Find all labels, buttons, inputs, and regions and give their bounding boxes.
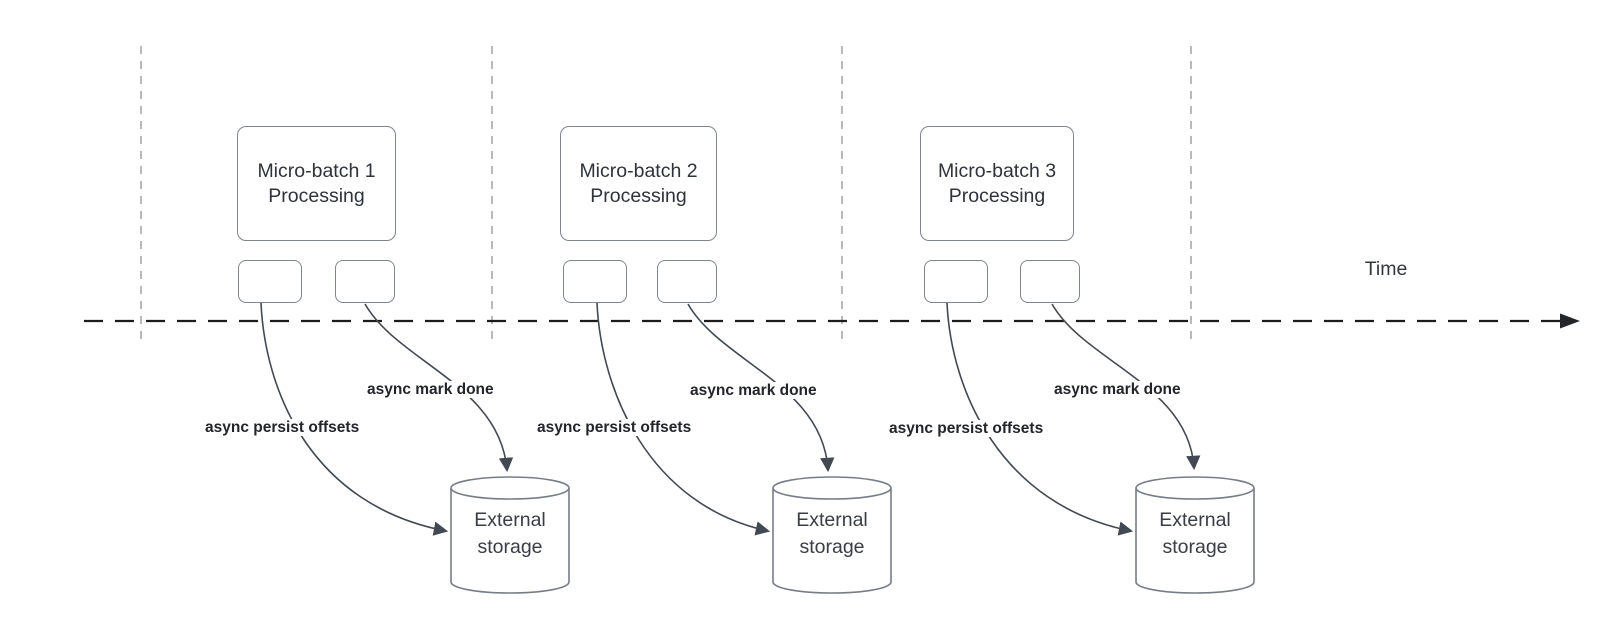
connector-persist-offsets-1 (260, 302, 449, 536)
external-storage-cylinder-3 (1135, 476, 1255, 594)
time-axis-arrowhead-icon (1560, 313, 1580, 329)
connector-mark-done-3 (1051, 303, 1201, 471)
micro-batch-1-box: Micro-batch 1 Processing (237, 126, 396, 241)
micro-batch-2-box: Micro-batch 2 Processing (560, 126, 717, 241)
micro-batch-1-subtitle: Processing (268, 184, 365, 207)
connector-persist-offsets-3 (946, 302, 1134, 536)
external-storage-cylinder-1 (450, 476, 570, 594)
persist-offsets-task-box-2 (563, 260, 627, 303)
persist-offsets-label-2: async persist offsets (536, 419, 693, 436)
micro-batch-1-title: Micro-batch 1 (257, 159, 376, 182)
external-storage-label-2: External storage (796, 509, 868, 558)
micro-batch-3-subtitle: Processing (948, 184, 1046, 207)
persist-offsets-task-box-1 (238, 260, 302, 303)
external-storage-label-1: External storage (474, 509, 546, 558)
micro-batch-2-title: Micro-batch 2 (579, 159, 698, 182)
mark-done-label-2: async mark done (689, 382, 818, 399)
mark-done-task-box-3 (1020, 260, 1080, 303)
mark-done-task-box-2 (657, 260, 717, 303)
external-storage-cylinder-2 (772, 476, 892, 594)
time-axis (84, 313, 1580, 329)
micro-batch-3-box: Micro-batch 3 Processing (920, 126, 1074, 241)
mark-done-label-3: async mark done (1053, 381, 1182, 398)
connector-mark-done-2 (687, 303, 835, 473)
connector-mark-done-1 (364, 303, 514, 473)
time-axis-label: Time (1364, 258, 1408, 280)
external-storage-label-3: External storage (1159, 509, 1231, 558)
mark-done-task-box-1 (335, 260, 395, 303)
persist-offsets-task-box-3 (924, 260, 988, 303)
persist-offsets-label-3: async persist offsets (888, 420, 1045, 437)
connector-persist-offsets-2 (596, 302, 771, 536)
persist-offsets-label-1: async persist offsets (204, 419, 361, 436)
micro-batch-3-title: Micro-batch 3 (937, 159, 1057, 182)
mark-done-label-1: async mark done (366, 381, 495, 398)
micro-batch-2-subtitle: Processing (590, 184, 687, 207)
